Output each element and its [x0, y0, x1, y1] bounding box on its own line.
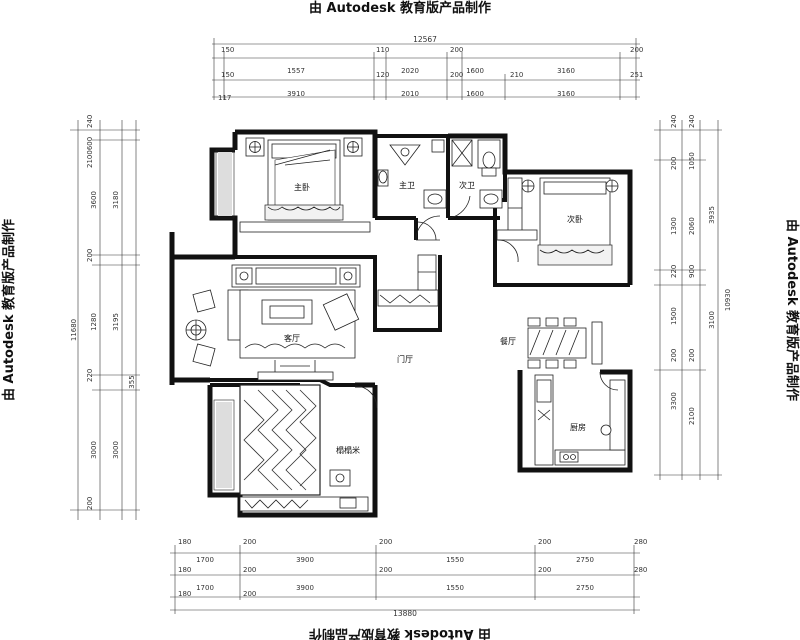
svg-text:200: 200 [243, 566, 256, 574]
svg-text:180: 180 [178, 538, 191, 546]
svg-text:1600: 1600 [466, 90, 484, 98]
watermark-top: 由 Autodesk 教育版产品制作 [309, 0, 491, 16]
room-label-foyer: 门厅 [397, 354, 413, 364]
room-label-kitchen: 厨房 [570, 422, 586, 432]
svg-text:2100600: 2100600 [86, 137, 94, 168]
svg-text:1700: 1700 [196, 556, 214, 564]
svg-text:240: 240 [86, 115, 94, 128]
svg-text:200: 200 [243, 590, 256, 598]
svg-text:2010: 2010 [401, 90, 419, 98]
room-label-dining-room: 餐厅 [500, 337, 516, 346]
svg-text:11680: 11680 [70, 319, 78, 341]
svg-text:3600: 3600 [90, 191, 98, 209]
master-bath: 主卫 [377, 139, 447, 241]
watermark-right: 由 Autodesk 教育版产品制作 [784, 219, 800, 401]
svg-text:240: 240 [670, 115, 678, 128]
tatami-room: 榻榻米 [213, 384, 378, 512]
svg-text:2750: 2750 [576, 556, 594, 564]
svg-text:210: 210 [510, 71, 523, 79]
svg-text:1050: 1050 [688, 152, 696, 170]
watermark-left: 由 Autodesk 教育版产品制作 [1, 219, 17, 401]
svg-text:150: 150 [221, 71, 234, 79]
svg-text:200: 200 [243, 538, 256, 546]
second-bedroom: 次卧 [496, 177, 619, 266]
svg-text:2060: 2060 [688, 217, 696, 235]
svg-text:3160: 3160 [557, 90, 575, 98]
svg-text:280: 280 [634, 566, 647, 574]
svg-text:3935: 3935 [708, 206, 716, 224]
svg-text:3100: 3100 [708, 311, 716, 329]
svg-text:117: 117 [218, 94, 231, 102]
room-label-master-bedroom: 主卧 [294, 182, 310, 192]
svg-text:1500: 1500 [670, 307, 678, 325]
svg-text:200: 200 [538, 566, 551, 574]
svg-text:1550: 1550 [446, 584, 464, 592]
svg-text:200: 200 [86, 497, 94, 510]
dim-bottom-total: 13880 [393, 609, 417, 618]
svg-text:200: 200 [670, 349, 678, 362]
foyer-cabinet: 门厅 [377, 254, 439, 364]
door-arcs [417, 221, 619, 391]
svg-text:220: 220 [86, 369, 94, 382]
svg-text:1280: 1280 [90, 313, 98, 331]
kitchen: 厨房 [534, 374, 626, 466]
svg-text:180: 180 [178, 590, 191, 598]
svg-text:2020: 2020 [401, 67, 419, 75]
svg-text:200: 200 [688, 349, 696, 362]
room-label-tatami: 榻榻米 [336, 445, 360, 455]
svg-text:1700: 1700 [196, 584, 214, 592]
second-bath: 次卫 [449, 139, 503, 219]
top-dimensions: 12567 150 110 200 200 150 1557 120 2020 … [212, 35, 643, 102]
svg-text:1600: 1600 [466, 67, 484, 75]
room-label-master-bath: 主卫 [399, 180, 415, 190]
svg-text:10930: 10930 [724, 289, 732, 311]
svg-text:200: 200 [450, 71, 463, 79]
svg-text:180: 180 [178, 566, 191, 574]
master-bedroom: 主卧 [215, 137, 371, 233]
right-dimensions: 240 200 1050 1300 2060 220 900 1500 200 … [654, 115, 732, 480]
svg-text:3195: 3195 [112, 313, 120, 331]
svg-text:1550: 1550 [446, 556, 464, 564]
svg-text:200: 200 [379, 538, 392, 546]
svg-text:200: 200 [538, 538, 551, 546]
room-label-living-room: 客厅 [284, 333, 300, 343]
svg-text:900: 900 [688, 265, 696, 278]
svg-text:200: 200 [670, 157, 678, 170]
svg-text:3180: 3180 [112, 191, 120, 209]
svg-text:3000: 3000 [90, 441, 98, 459]
bottom-dimensions: 180 200 200 200 280 1700 3900 1550 2750 … [170, 538, 647, 618]
svg-text:280: 280 [634, 538, 647, 546]
watermark-bottom: 由 Autodesk 教育版产品制作 [309, 626, 491, 640]
svg-text:120: 120 [376, 71, 389, 79]
svg-text:150: 150 [221, 46, 234, 54]
svg-text:110: 110 [376, 46, 389, 54]
left-dimensions: 240 2100600 200 11680 220 200 3600 3180 … [70, 115, 140, 520]
dim-top-total: 12567 [413, 35, 437, 44]
svg-text:240: 240 [688, 115, 696, 128]
svg-text:200: 200 [630, 46, 643, 54]
room-label-second-bath: 次卫 [459, 180, 475, 190]
svg-text:200: 200 [450, 46, 463, 54]
svg-text:3910: 3910 [287, 90, 305, 98]
svg-text:3000: 3000 [112, 441, 120, 459]
svg-text:2100: 2100 [688, 407, 696, 425]
dining-room: 餐厅 [500, 317, 603, 369]
svg-text:220: 220 [670, 265, 678, 278]
living-room: 客厅 [185, 264, 361, 381]
svg-text:200: 200 [379, 566, 392, 574]
svg-text:3300: 3300 [670, 392, 678, 410]
svg-text:3900: 3900 [296, 584, 314, 592]
svg-text:1300: 1300 [670, 217, 678, 235]
svg-text:3900: 3900 [296, 556, 314, 564]
svg-text:355: 355 [128, 375, 136, 388]
svg-text:3160: 3160 [557, 67, 575, 75]
svg-text:251: 251 [630, 71, 643, 79]
svg-text:200: 200 [86, 249, 94, 262]
svg-text:2750: 2750 [576, 584, 594, 592]
svg-text:1557: 1557 [287, 67, 305, 75]
room-label-second-bedroom: 次卧 [567, 214, 583, 224]
